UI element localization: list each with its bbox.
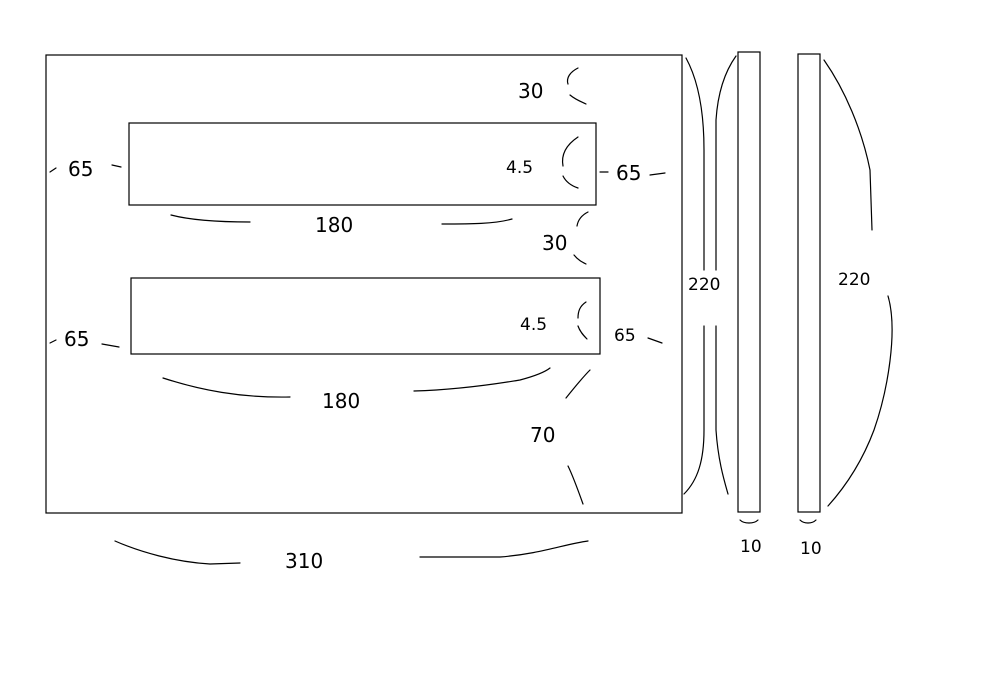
mid-gap-stroke-b xyxy=(573,254,587,265)
strip2-width-label: 10 xyxy=(800,539,822,559)
panel-height-label: 220 xyxy=(688,275,720,295)
top-gap-label: 30 xyxy=(518,79,543,103)
top-gap-bracket-2 xyxy=(569,94,587,105)
bottom-length-line-left xyxy=(162,377,291,398)
panel-width-label: 310 xyxy=(285,549,323,573)
top-gap-bracket xyxy=(566,67,579,85)
bottom-length-label: 180 xyxy=(322,389,360,413)
top-slot-height-bracket-b xyxy=(562,175,579,189)
bottom-slot-height-bracket-b xyxy=(577,325,588,340)
top-slot-height-label: 4.5 xyxy=(506,158,533,178)
top-right-margin-label: 65 xyxy=(616,161,641,185)
bottom-left-margin-label: 65 xyxy=(64,327,89,351)
panel-width-line-right xyxy=(419,540,589,558)
top-right-margin-tick-b xyxy=(649,172,666,176)
bottom-left-margin-tick-a xyxy=(49,339,57,344)
top-length-label: 180 xyxy=(315,213,353,237)
top-left-margin-tick-b xyxy=(111,164,122,168)
mid-gap-label: 30 xyxy=(542,231,567,255)
bottom-gap-label: 70 xyxy=(530,423,555,447)
strip2-width-bracket xyxy=(799,519,817,524)
top-left-margin-label: 65 xyxy=(68,157,93,181)
top-slot xyxy=(128,122,597,206)
bottom-left-margin-tick-b xyxy=(101,343,120,348)
bottom-slot-height-bracket-a xyxy=(577,301,587,319)
bottom-length-line-right xyxy=(413,367,551,392)
strip1-width-bracket xyxy=(739,519,759,524)
strip1-height-line-bottom xyxy=(715,325,729,495)
strip2-height-label: 220 xyxy=(838,270,870,290)
bottom-gap-stroke-a xyxy=(565,369,591,399)
panel-height-line-top xyxy=(685,57,705,271)
mid-gap-stroke-a xyxy=(576,211,589,227)
strip1-height-line-top xyxy=(715,55,737,271)
side-strip-1 xyxy=(737,51,761,513)
top-slot-height-bracket-a xyxy=(561,136,579,167)
strip2-height-line-top xyxy=(823,59,873,231)
side-strip-2 xyxy=(797,53,821,513)
top-length-line-left xyxy=(170,214,251,223)
bottom-right-margin-label: 65 xyxy=(614,326,636,346)
panel-width-line-left xyxy=(114,540,241,565)
panel-height-line-bottom xyxy=(683,325,705,495)
strip2-height-line-bottom xyxy=(827,295,893,507)
top-left-margin-tick-a xyxy=(49,167,57,173)
bottom-slot-height-label: 4.5 xyxy=(520,315,547,335)
bottom-gap-stroke-b xyxy=(567,465,584,505)
strip1-width-label: 10 xyxy=(740,537,762,557)
bottom-right-margin-tick xyxy=(647,337,663,344)
bottom-slot xyxy=(130,277,601,355)
top-length-line-right xyxy=(441,218,513,225)
